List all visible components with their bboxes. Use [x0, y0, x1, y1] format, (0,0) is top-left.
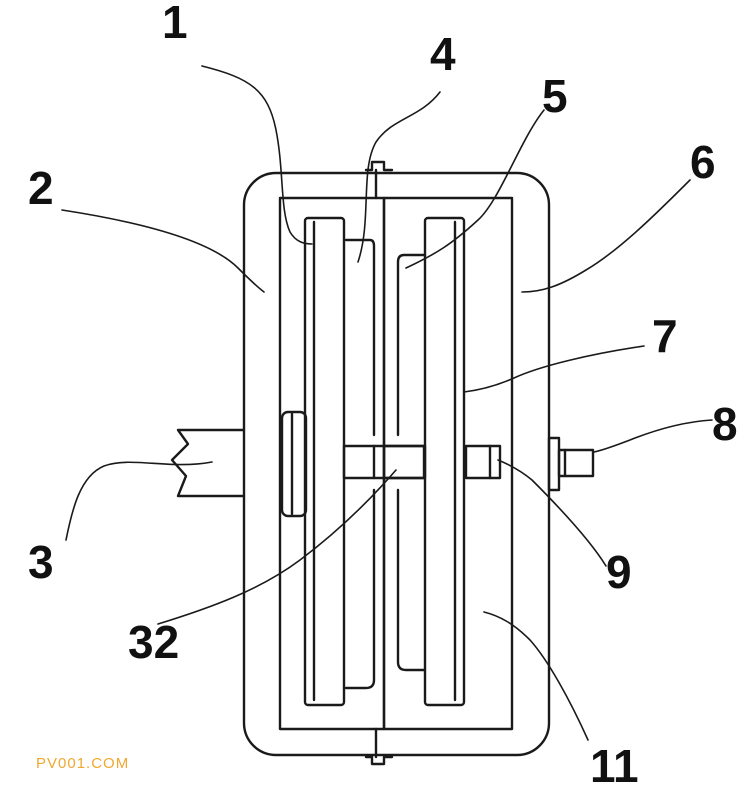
leader-7: [463, 345, 645, 393]
label-32: 32: [128, 616, 179, 668]
label-2: 2: [28, 162, 54, 214]
label-6: 6: [690, 136, 716, 188]
output-stub: [557, 448, 595, 478]
left-lower-magnet: [344, 488, 376, 690]
label-1: 1: [162, 0, 188, 48]
label-7: 7: [652, 310, 678, 362]
leader-3: [65, 461, 213, 541]
label-4: 4: [430, 28, 456, 80]
watermark-text: PV001.COM: [36, 755, 129, 772]
label-11: 11: [590, 740, 639, 789]
leader-9: [497, 459, 607, 567]
left-disc: [303, 216, 346, 707]
shaft-flange: [280, 410, 308, 518]
bottom-clamp: [364, 755, 394, 766]
bearing-9: [464, 444, 502, 480]
leader-4: [357, 91, 441, 263]
right-lower-magnet: [396, 488, 427, 672]
leader-8: [593, 419, 713, 453]
right-upper-magnet: [396, 253, 427, 437]
leader-11: [483, 611, 589, 741]
output-stub-base: [547, 436, 561, 492]
leader-5: [405, 109, 545, 269]
coupling-32: [382, 444, 426, 480]
leader-2: [61, 209, 265, 293]
left-inner-housing: [278, 196, 386, 731]
right-inner-housing: [382, 196, 514, 731]
label-5: 5: [542, 70, 568, 122]
label-8: 8: [712, 398, 738, 450]
leader-1: [201, 65, 313, 245]
input-shaft: [170, 428, 246, 498]
label-3: 3: [28, 536, 54, 588]
label-9: 9: [606, 546, 632, 598]
top-clamp: [364, 160, 394, 172]
right-disc: [423, 216, 466, 707]
left-upper-magnet: [344, 238, 376, 437]
leader-6: [521, 179, 691, 293]
outer-housing: [242, 171, 551, 757]
leader-32: [157, 469, 397, 625]
